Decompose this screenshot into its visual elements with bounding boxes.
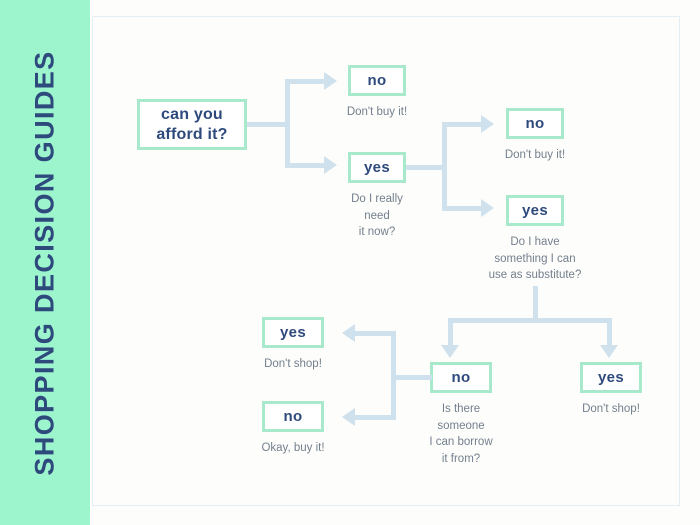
connector-branch-3-right — [607, 318, 612, 346]
caption-n8: Okay, buy it! — [261, 442, 325, 454]
caption-n3: Don't buy it! — [504, 149, 566, 161]
connector-stub-4 — [393, 375, 432, 380]
outcome-box-n4[interactable]: yes — [506, 195, 564, 226]
content-frame — [92, 16, 680, 506]
arrowhead-3-left — [441, 345, 459, 358]
caption-n2: Do I really need it now? — [351, 193, 403, 239]
outcome-box-n3[interactable]: no — [506, 108, 564, 139]
connector-stub-2 — [406, 165, 444, 170]
connector-branch-4-up — [355, 331, 396, 336]
connector-branch-4-down — [355, 415, 396, 420]
connector-branch-2-up — [442, 122, 482, 127]
arrowhead-1-up — [324, 72, 337, 90]
connector-spine-4 — [391, 331, 396, 420]
outcome-box-n2[interactable]: yes — [348, 152, 406, 183]
caption-n7: Don't shop! — [264, 358, 322, 370]
caption-n6: Don't shop! — [582, 403, 640, 415]
arrowhead-2-up — [481, 115, 494, 133]
caption-n5: Is there someone I can borrow it from? — [429, 403, 493, 466]
decision-box-root[interactable]: can you afford it? — [137, 99, 247, 150]
connector-spine-3 — [448, 318, 612, 323]
outcome-box-n5[interactable]: no — [430, 362, 492, 393]
outcome-box-n6[interactable]: yes — [580, 362, 642, 393]
arrowhead-1-down — [324, 156, 337, 174]
connector-stub-3 — [533, 286, 538, 322]
arrowhead-4-up — [342, 324, 355, 342]
connector-branch-1-up — [285, 79, 325, 84]
caption-n1: Don't buy it! — [346, 106, 408, 118]
connector-spine-2 — [442, 122, 447, 210]
arrowhead-2-down — [481, 199, 494, 217]
sidebar: SHOPPING DECISION GUIDES — [0, 0, 90, 525]
sidebar-title: SHOPPING DECISION GUIDES — [29, 49, 60, 476]
caption-n4: Do I have something I can use as substit… — [488, 236, 582, 282]
connector-branch-1-down — [285, 163, 325, 168]
connector-branch-3-left — [448, 318, 453, 346]
connector-stub-1 — [247, 122, 287, 127]
outcome-box-n8[interactable]: no — [262, 401, 324, 432]
outcome-box-n7[interactable]: yes — [262, 317, 324, 348]
connector-spine-1 — [285, 79, 290, 168]
connector-branch-2-down — [442, 206, 482, 211]
arrowhead-4-down — [342, 408, 355, 426]
outcome-box-n1[interactable]: no — [348, 65, 406, 96]
arrowhead-3-right — [600, 345, 618, 358]
